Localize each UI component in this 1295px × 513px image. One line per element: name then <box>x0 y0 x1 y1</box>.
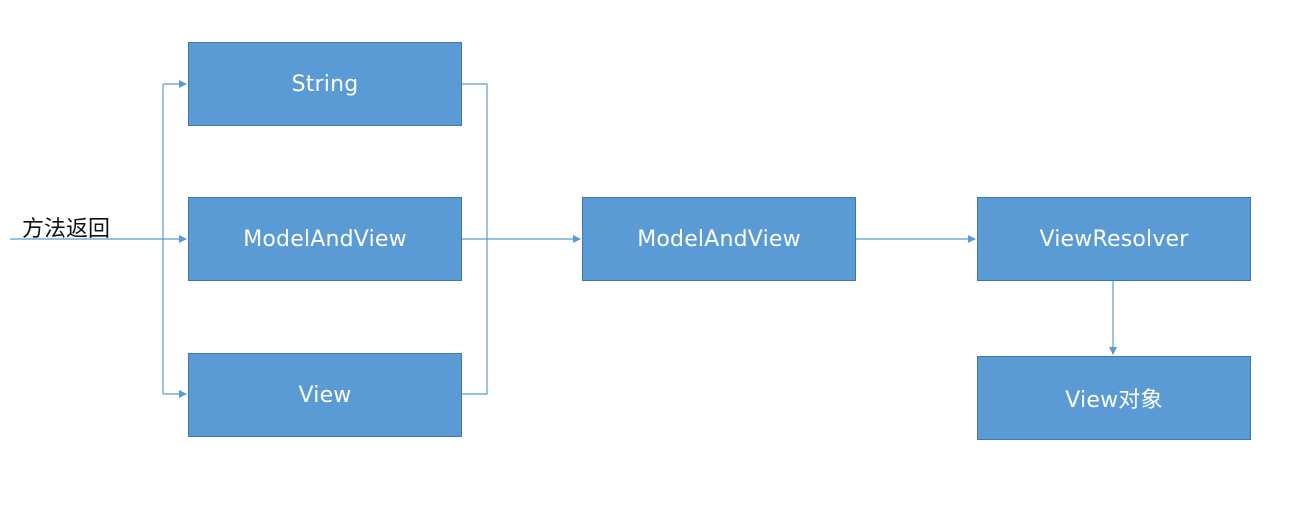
view-box: View <box>188 353 462 437</box>
string-box: String <box>188 42 462 126</box>
string-box-label: String <box>291 71 359 97</box>
view-box-label: View <box>298 382 352 408</box>
model-and-view-left-label: ModelAndView <box>243 226 407 252</box>
model-and-view-box-left: ModelAndView <box>188 197 462 281</box>
view-object-box: View对象 <box>977 356 1251 440</box>
view-object-label: View对象 <box>1065 388 1163 413</box>
entry-label: 方法返回 <box>22 217 111 242</box>
model-and-view-center-label: ModelAndView <box>637 226 801 252</box>
view-resolver-label: ViewResolver <box>1039 226 1189 252</box>
model-and-view-box-center: ModelAndView <box>582 197 856 281</box>
view-resolver-box: ViewResolver <box>977 197 1251 281</box>
